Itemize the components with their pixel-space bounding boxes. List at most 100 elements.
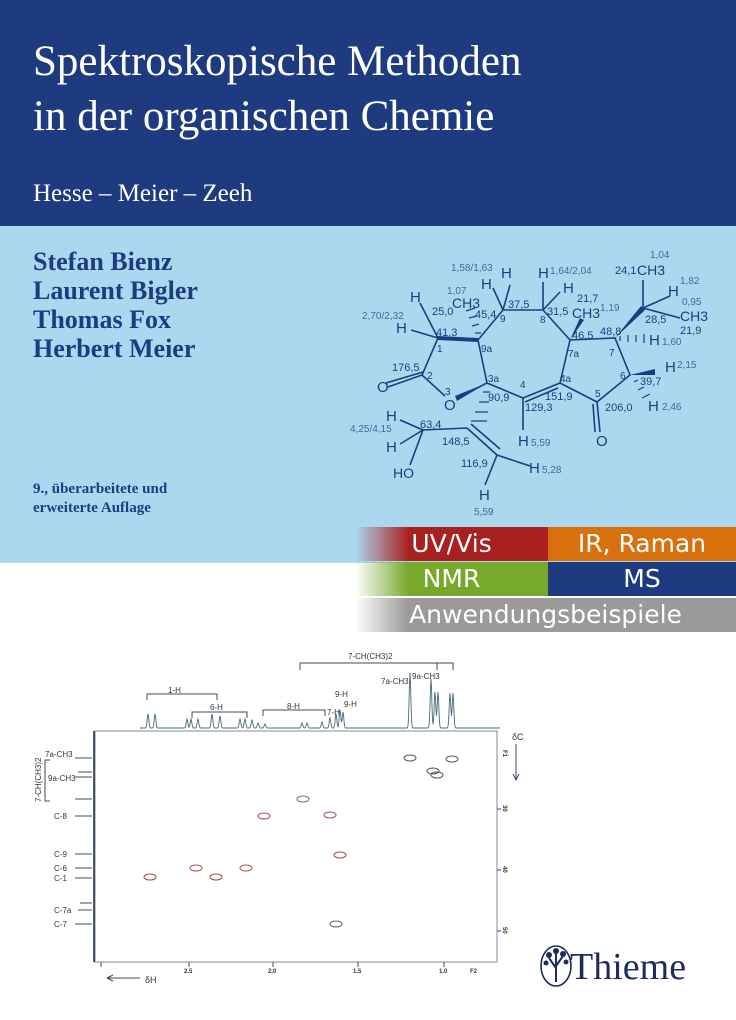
atom-label: H	[563, 280, 574, 297]
label-7a-ch3: 7a-CH3	[381, 677, 409, 686]
atom-number: 9a	[481, 344, 493, 355]
atom-number: 4a	[560, 374, 572, 385]
x-tick: 2.5	[184, 969, 193, 975]
atom-label: H	[479, 487, 490, 504]
author: Laurent Bigler	[33, 276, 198, 305]
atom-label: H	[410, 289, 421, 306]
label-c-7: C-7	[54, 920, 67, 929]
shift-label: 5,59	[474, 507, 494, 518]
book-title-line1: Spektroskopische Methoden	[33, 38, 522, 85]
y-tick: 50	[501, 927, 507, 934]
label-9a-ch3: 9a-CH3	[48, 774, 76, 783]
cross-peak	[239, 864, 253, 872]
shift-label: 48,8	[600, 326, 621, 338]
shift-label: 2,46	[662, 402, 682, 413]
shift-label: 4,25/4,15	[350, 424, 392, 435]
edition-line1: 9., überarbeitete und	[33, 481, 168, 497]
atom-number: 9	[500, 314, 506, 325]
label-1-h: 1-H	[168, 686, 181, 695]
atom-number: 4	[520, 380, 526, 391]
atom-label: H	[529, 460, 540, 477]
shift-label: 63,4	[420, 419, 441, 431]
y-axis-label: δC	[512, 732, 524, 742]
shift-label: 2,70/2,32	[362, 311, 404, 322]
thieme-logo-icon	[540, 945, 572, 987]
shift-label: 21,7	[577, 293, 598, 305]
atom-label: H	[649, 332, 660, 349]
molecule-wedges	[438, 306, 655, 401]
shift-label: 1,19	[600, 303, 620, 314]
author-band	[0, 226, 736, 563]
label-c-1: C-1	[54, 874, 67, 883]
atom-label: CH3	[452, 295, 480, 311]
atom-label: CH3	[572, 305, 600, 321]
spectrum-labels: 7-CH(CH3)2 7a-CH3 9a-CH3 1-H 6-H 8-H 9-H…	[34, 652, 524, 985]
atom-label: H	[386, 408, 397, 425]
shift-label: 45,4	[475, 309, 496, 321]
label-7a-ch3: 7a-CH3	[45, 750, 73, 759]
atom-label: H	[538, 265, 549, 282]
edition-line2: erweiterte Auflage	[33, 500, 151, 516]
atom-label: H	[668, 283, 679, 300]
atom-number: 7	[609, 348, 615, 359]
atom-label: H	[518, 433, 529, 450]
book-title-line2: in der organischen Chemie	[33, 93, 495, 140]
cross-peak	[403, 754, 417, 762]
cross-peaks	[143, 754, 459, 928]
shift-label: 28,5	[645, 314, 666, 326]
cross-peak	[426, 767, 440, 775]
shift-label: 5,28	[542, 465, 562, 476]
atom-label: H	[481, 276, 492, 293]
molecule-labels: H 2,70/2,32 H 41,3 1 25,0 1,07 CH3 45,4 …	[350, 250, 708, 518]
y-tick: F1	[501, 750, 507, 758]
shift-label: 5,59	[531, 438, 551, 449]
label-9-h: 9-H	[344, 700, 357, 709]
shift-label: 41,3	[436, 327, 457, 339]
label-9-h: 9-H	[335, 690, 348, 699]
cross-peak	[329, 920, 343, 928]
y-tick: 40	[501, 866, 507, 873]
author: Stefan Bienz	[33, 247, 173, 276]
shift-label: 206,0	[605, 402, 633, 414]
book-subtitle: Hesse – Meier – Zeeh	[33, 180, 253, 207]
topic-uvvis: UV/Vis	[355, 527, 548, 561]
cross-peak	[257, 812, 271, 820]
atom-label: CH3	[637, 262, 665, 278]
shift-label: 2,15	[677, 360, 697, 371]
title-band	[0, 0, 736, 226]
publisher-logo: Thieme	[570, 946, 687, 988]
shift-label: 0,95	[682, 297, 702, 308]
x-tick: 1.5	[353, 969, 362, 975]
atom-number: 3	[445, 387, 451, 398]
topic-ir-raman: IR, Raman	[548, 527, 736, 561]
cross-peak	[143, 873, 157, 881]
shift-label: 21,9	[680, 325, 701, 337]
atom-label: HO	[393, 465, 414, 481]
shift-label: 37,5	[508, 299, 529, 311]
atom-label: CH3	[680, 308, 708, 324]
shift-label: 46,5	[572, 330, 593, 342]
atom-number: 6	[620, 371, 626, 382]
label-8-h: 8-H	[287, 702, 300, 711]
label-7-h: 7-H	[327, 708, 340, 717]
label-c-8: C-8	[54, 812, 67, 821]
atom-label: O	[444, 397, 456, 414]
cross-peak	[209, 873, 223, 881]
atom-label: O	[377, 379, 389, 396]
shift-label: 1,04	[650, 250, 670, 261]
atom-number: 1	[437, 344, 443, 355]
shift-label: 31,5	[547, 306, 568, 318]
proton-spectrum-trace	[140, 672, 500, 729]
shift-label: 1,07	[447, 286, 467, 297]
edition: 9., überarbeitete und erweiterte Auflage	[33, 480, 167, 518]
x-tick: F2	[470, 969, 478, 975]
label-6-h: 6-H	[210, 703, 223, 712]
shift-label: 129,3	[525, 402, 553, 414]
atom-number: 7a	[568, 349, 580, 360]
cross-peak	[333, 851, 347, 859]
author: Thomas Fox	[33, 305, 171, 334]
cross-peak	[296, 795, 310, 803]
label-c-6: C-6	[54, 864, 67, 873]
spectrum-frame	[44, 662, 520, 982]
